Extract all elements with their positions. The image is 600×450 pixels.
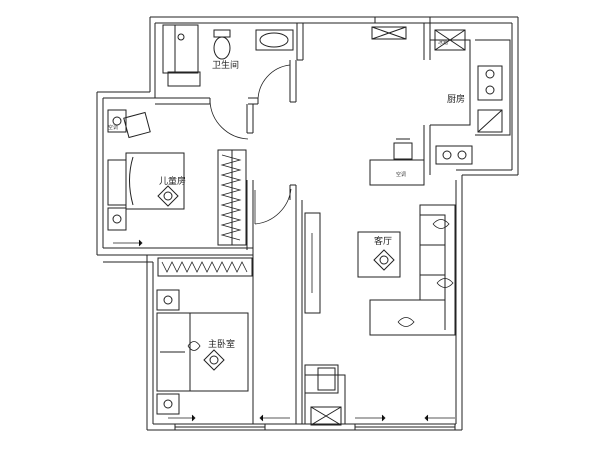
interior-walls [103, 23, 471, 424]
cushion-symbols [187, 219, 454, 351]
windows [174, 17, 456, 430]
kids-room-door-swing [209, 100, 249, 140]
diamond-symbol-master [203, 349, 225, 371]
kitchen-fixtures [371, 26, 511, 165]
room-label-bathroom: 卫生间 [212, 59, 239, 71]
flow-arrows [113, 239, 455, 422]
diamond-symbol-living [373, 249, 395, 271]
room-label-master-bedroom: 主卧室 [208, 338, 235, 350]
living-room-furniture [304, 138, 456, 394]
room-label-kitchen: 厨房 [447, 93, 465, 105]
fixture-label-ac-left: 空调 [108, 124, 118, 131]
wardrobe-hanging-pattern [161, 154, 248, 273]
shaft [310, 406, 342, 426]
room-marker-symbols [157, 185, 395, 371]
room-label-living-room: 客厅 [374, 235, 392, 247]
bathroom-fixtures [162, 24, 294, 87]
master-room-furniture [156, 257, 253, 415]
bathroom-door-swing [257, 64, 291, 102]
kids-room-furniture [107, 109, 247, 246]
fixture-label-ac-center: 空调 [396, 171, 406, 178]
room-label-kids-room: 儿童房 [159, 175, 186, 187]
diamond-symbol-kids [157, 185, 179, 207]
master-door-swing [254, 188, 292, 225]
fixture-label-fridge: 冰箱 [438, 39, 448, 46]
